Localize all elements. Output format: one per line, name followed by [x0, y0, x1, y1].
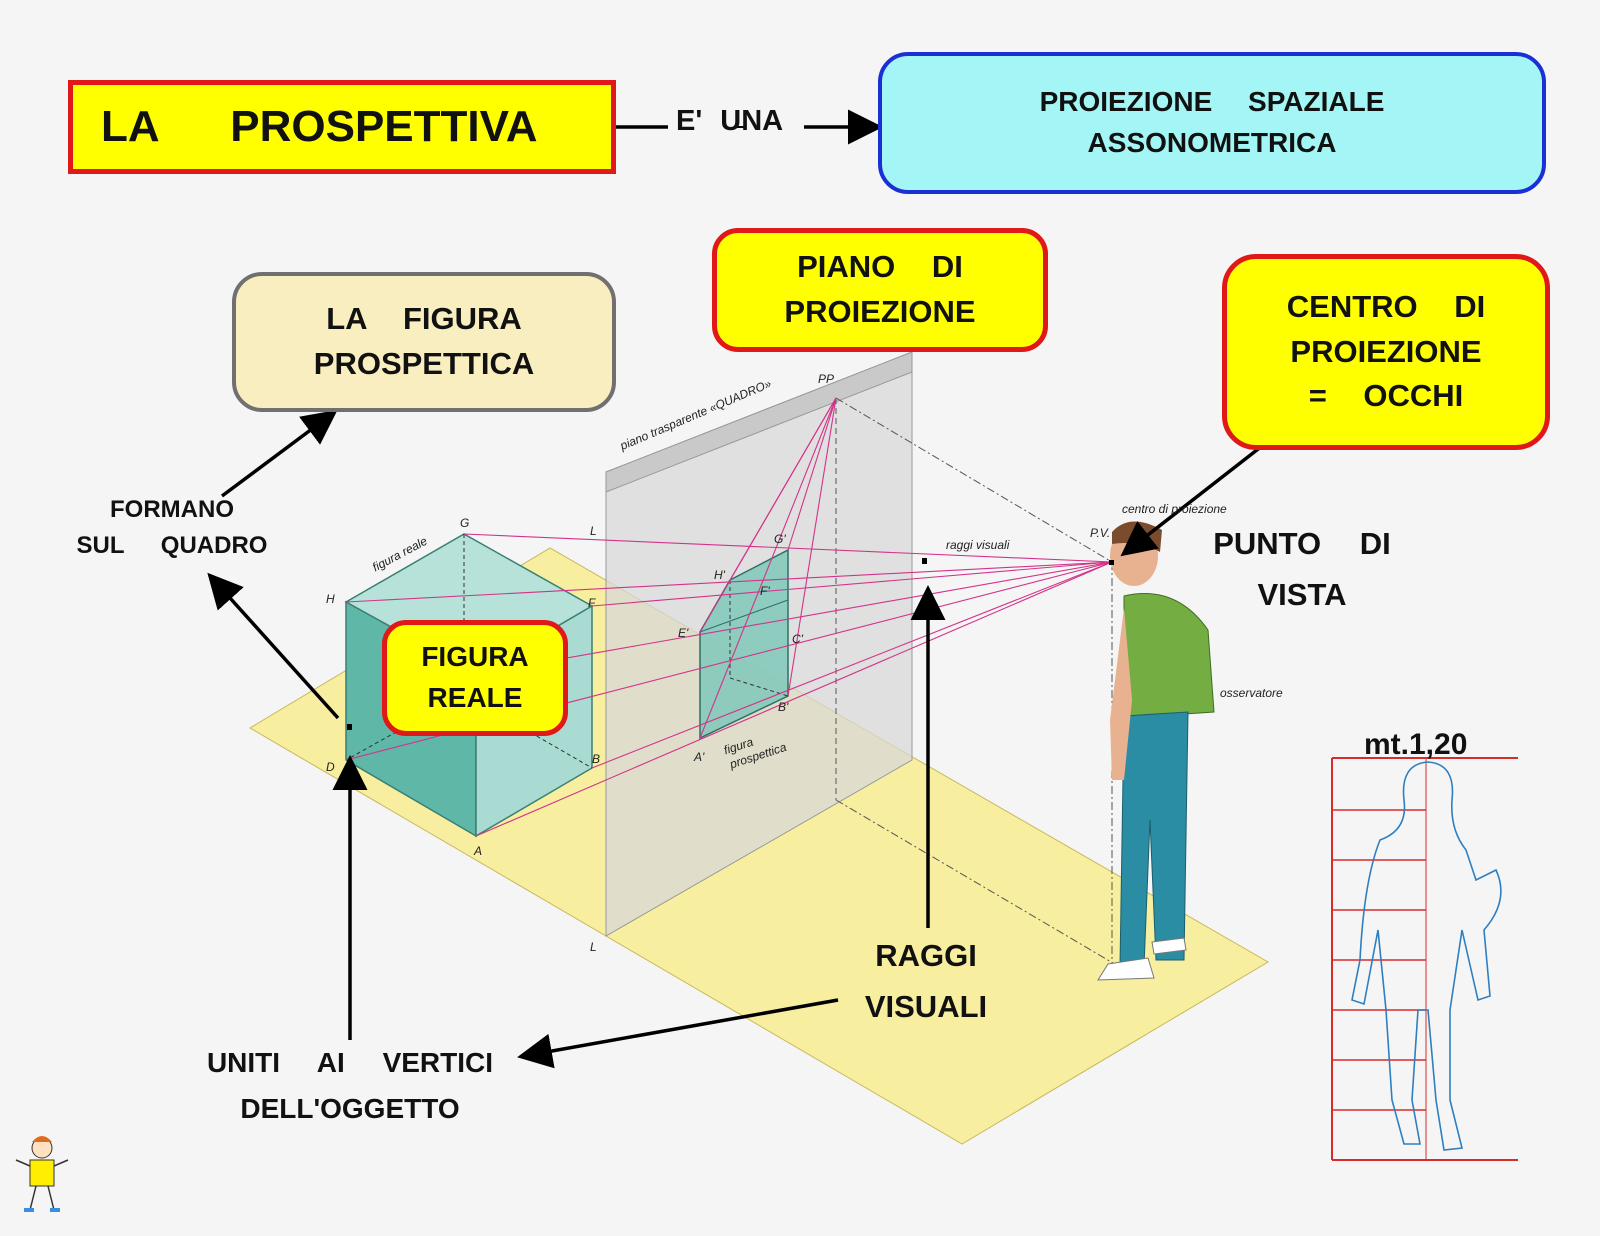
figura-reale-box: FIGURA REALE — [382, 620, 568, 736]
figura-prospettica-line1: LA FIGURA — [326, 301, 522, 337]
vertex-label-g-prime: G' — [774, 532, 786, 546]
definition-line2: ASSONOMETRICA — [1087, 127, 1337, 158]
vertex-label-g: G — [460, 516, 470, 530]
centro-line1: CENTRO DI — [1286, 288, 1486, 324]
figura-prospettica-box: LA FIGURA PROSPETTICA — [232, 272, 616, 412]
title-text: LA PROSPETTIVA — [101, 102, 538, 152]
connector-label: E' UNA — [676, 105, 784, 137]
vertex-label-c-prime: C' — [792, 632, 803, 646]
mascot-figure — [15, 1136, 69, 1212]
scale-label: mt.1,20 — [1364, 728, 1468, 761]
perspective-hidden-edge — [729, 677, 789, 697]
vertex-label-d: D — [326, 760, 335, 774]
vertex-label-l-top: L — [590, 524, 597, 538]
vertex-label-a-prime: A' — [694, 750, 705, 764]
vertex-label-h: H — [326, 592, 335, 606]
vertex-label-b: B — [592, 752, 601, 766]
centro-label: centro di proiezione — [1122, 502, 1227, 516]
arrow-formano-to-figura — [220, 409, 338, 498]
title-box: LA PROSPETTIVA — [68, 80, 616, 174]
arrow-centro-to-eye — [1120, 444, 1264, 557]
ray-marker — [922, 558, 927, 564]
piano-line2: PROIEZIONE — [784, 294, 976, 329]
centro-proiezione-box: CENTRO DI PROIEZIONE = OCCHI — [1222, 254, 1550, 450]
reale-line2: REALE — [427, 682, 523, 713]
visual-rays — [345, 397, 1113, 837]
eye-marker — [1109, 560, 1114, 565]
vertex-label-l-bottom: L — [590, 940, 597, 954]
vertex-marker — [347, 724, 352, 730]
picture-plane-top-strip — [605, 351, 913, 493]
piano-line1: PIANO DI — [797, 249, 963, 285]
definition-box: PROIEZIONE SPAZIALE ASSONOMETRICA — [878, 52, 1546, 194]
vertex-label-f-prime: F' — [760, 584, 770, 598]
uniti-label: UNITI AI VERTICI DELL'OGGETTO — [206, 1047, 494, 1125]
vertex-label-h-prime: H' — [714, 568, 725, 582]
centro-line3: = OCCHI — [1308, 378, 1464, 414]
scale-figure — [1331, 757, 1518, 1161]
raggi-label: RAGGI VISUALI — [864, 938, 988, 1025]
reale-line1: FIGURA — [421, 641, 529, 673]
centro-line2: PROIEZIONE — [1290, 333, 1482, 369]
vertex-label-b-prime: B' — [778, 700, 789, 714]
raggi-small-label: raggi visuali — [946, 538, 1010, 552]
ground-dashdot-line — [835, 799, 1119, 967]
punto-vista-label: PUNTO DI VISTA — [1213, 526, 1391, 613]
vertex-label-e-prime: E' — [678, 626, 689, 640]
formano-label: FORMANO SUL QUADRO — [76, 496, 268, 559]
arrow-reale-to-formano — [207, 572, 340, 720]
piano-proiezione-box: PIANO DI PROIEZIONE — [712, 228, 1048, 352]
figura-prospettica-line2: PROSPETTICA — [313, 346, 535, 381]
pv-label: P.V. — [1090, 526, 1111, 540]
pp-label: PP — [818, 372, 835, 386]
definition-line1: PROIEZIONE SPAZIALE — [1039, 86, 1385, 118]
arrow-raggi-to-uniti — [517, 998, 839, 1069]
vertex-label-a: A — [474, 844, 483, 858]
osservatore-label: osservatore — [1220, 686, 1283, 700]
callout-arrows — [207, 109, 1264, 1069]
perspective-edge — [699, 599, 789, 633]
horizon-dashdot-line — [835, 397, 1113, 563]
vertex-label-f: F — [588, 596, 596, 610]
